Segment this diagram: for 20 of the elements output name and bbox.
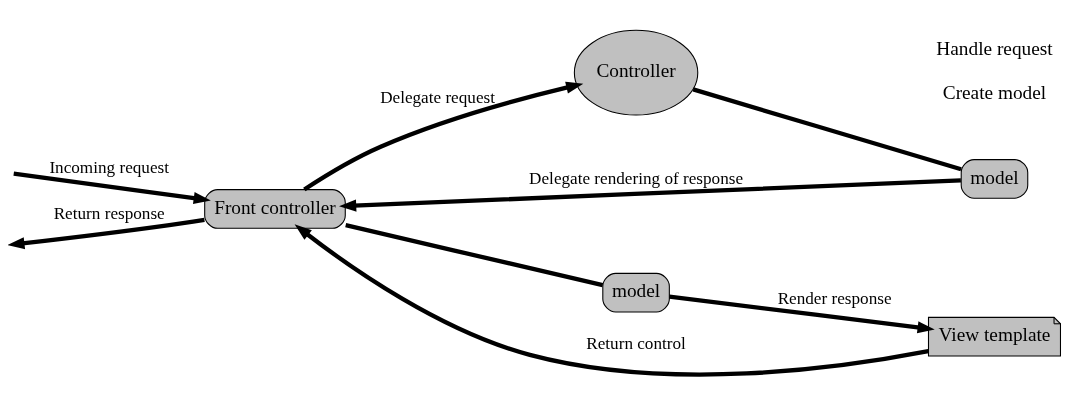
arrow <box>339 178 961 212</box>
edge-label: Delegate request <box>380 87 495 107</box>
edge-label: Incoming request <box>49 158 169 178</box>
connector <box>692 87 962 172</box>
connector <box>345 223 604 288</box>
arrow <box>303 81 584 192</box>
edge-label: Render response <box>777 289 892 309</box>
node-box: Front controller <box>204 189 346 229</box>
node-ellipse: Controller <box>573 29 699 116</box>
node-box: model <box>960 159 1029 199</box>
node-label: Handle request <box>936 38 1053 60</box>
edge-label: Return control <box>586 334 686 354</box>
arrow <box>294 224 929 377</box>
arrow <box>13 171 211 205</box>
edge-label: Delegate rendering of response <box>529 169 744 189</box>
node-box: model <box>602 272 670 313</box>
arrow <box>669 294 935 334</box>
edge-label: Return response <box>53 204 165 224</box>
node-label: Create model <box>942 82 1047 104</box>
arrow <box>8 217 205 250</box>
